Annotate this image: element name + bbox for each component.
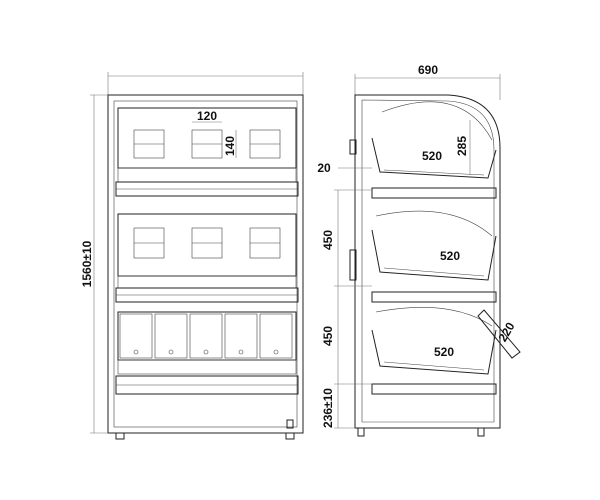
front-view: 120 140 1560±10 (80, 72, 304, 440)
front-cabinet-outline (107, 94, 304, 434)
side-shelf-3-tray (371, 329, 497, 375)
bin-5 (259, 313, 293, 359)
front-foot-right (285, 432, 295, 440)
bin-1 (119, 313, 153, 359)
front-switch (286, 419, 294, 429)
front-shelf-3-bins (119, 313, 293, 359)
front-shelf-3-panel (117, 311, 297, 361)
side-shelf-2-arc (375, 210, 493, 237)
offset-label: 20 (317, 161, 331, 175)
side-shelf-2-rail (371, 291, 497, 303)
shelf-3-depth-label: 520 (434, 345, 454, 359)
spacing-bottom-label: 450 (321, 326, 335, 346)
spacing-top-label: 450 (321, 230, 335, 250)
front-shelf-2-lip (117, 275, 297, 289)
base-height-label: 236±10 (321, 388, 335, 428)
side-shelf-3-base (383, 361, 485, 371)
side-hinge-top (349, 139, 357, 155)
curve-label: 285 (455, 136, 469, 156)
bin-4 (224, 313, 258, 359)
front-cabinet-inner (113, 100, 298, 428)
side-view: 690 20 450 (317, 63, 521, 437)
bin-1-knob (133, 349, 139, 355)
side-depth-label: 690 (418, 63, 438, 77)
shelf-1-depth-label: 520 (422, 149, 442, 163)
side-shelf-2-base (383, 267, 485, 277)
side-open-door (477, 309, 521, 359)
front-shelf-3-lip (117, 359, 297, 375)
bin-4-knob (238, 349, 244, 355)
side-shelf-2-tray (371, 229, 497, 281)
side-shelf-3-arc (375, 307, 493, 327)
bin-3-knob (203, 349, 209, 355)
front-shelf-1-lip (117, 167, 297, 183)
front-shelf-2-trays (133, 227, 281, 259)
side-control-panel (349, 249, 357, 281)
side-shelf-1-tray (371, 137, 497, 179)
side-shelf-1-rail (371, 187, 497, 199)
bin-2 (154, 313, 188, 359)
front-height-label: 1560±10 (80, 240, 94, 287)
door-label: 220 (495, 320, 517, 345)
side-foot-right (477, 427, 485, 437)
side-shelf-1-base (383, 169, 485, 176)
bin-3 (189, 313, 223, 359)
bin-5-knob (273, 349, 279, 355)
side-shelf-3-rail (371, 383, 497, 395)
bin-2-knob (168, 349, 174, 355)
tray-height-label: 140 (223, 136, 237, 156)
side-cabinet-outline (354, 94, 501, 429)
side-hood-arc (381, 101, 493, 141)
side-foot-left (357, 427, 365, 437)
shelf-2-depth-label: 520 (440, 249, 460, 263)
front-shelf-2-panel (117, 213, 297, 277)
front-foot-left (115, 432, 125, 440)
front-shelf-1-trays (133, 129, 281, 159)
tray-width-label: 120 (197, 109, 217, 123)
side-cabinet-inner (361, 99, 495, 423)
